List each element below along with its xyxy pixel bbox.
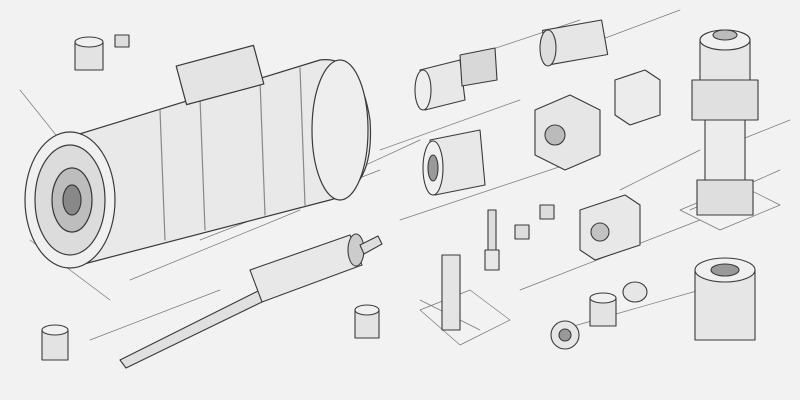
pin — [441, 209, 500, 331]
flanged-ring — [550, 281, 648, 350]
drive-shaft — [119, 233, 383, 369]
nut — [114, 34, 555, 240]
housing-block — [534, 94, 601, 171]
rotor-housing — [694, 257, 756, 341]
bushing — [41, 36, 617, 361]
small-cylinder — [422, 19, 609, 196]
main-cylinder-assembly — [24, 44, 372, 269]
valve-cube — [579, 69, 661, 261]
coupling — [414, 47, 498, 111]
vertical-spindle-assembly — [691, 29, 759, 216]
